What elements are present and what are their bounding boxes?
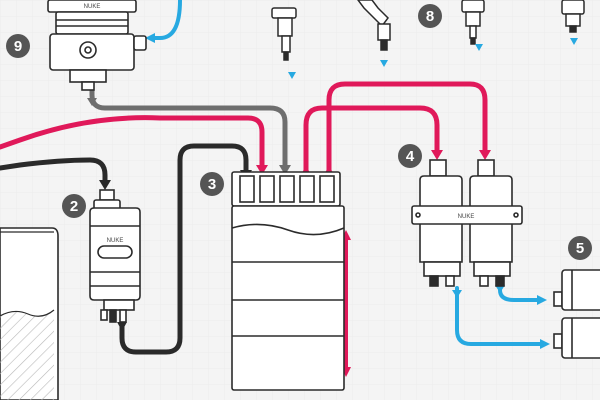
injector-spray-icons (288, 38, 578, 79)
filter-output-arrow-a (540, 339, 550, 349)
fuel-injector-icon (271, 0, 585, 61)
filter-output-arrow-a-top (452, 290, 462, 298)
pump-brand-label: NUKE (107, 238, 124, 244)
pressure-line-arrow-a (431, 150, 443, 160)
pressure-line-to-filter-a (303, 105, 440, 175)
step-badge-4: 4 (398, 144, 422, 168)
svg-text:8: 8 (426, 8, 434, 25)
vacuum-line-arrow (279, 165, 291, 175)
pressure-line-arrow-b (479, 150, 491, 160)
filter-brand-label: NUKE (458, 214, 475, 220)
pressure-line-to-filter-b (326, 81, 488, 175)
return-line-to-pump (0, 157, 108, 185)
svg-text:4: 4 (406, 148, 415, 165)
injector-supply-arrow (145, 33, 155, 43)
step-badge-8: 8 (418, 4, 442, 28)
injector-supply-line (150, 0, 182, 40)
filter-output-arrow-b-top (495, 285, 505, 293)
filter-output-arrow-b (537, 295, 547, 305)
return-arrow-pump (99, 180, 111, 190)
svg-text:9: 9 (14, 38, 22, 55)
step-badge-5: 5 (568, 236, 592, 260)
dual-filter-icon (411, 159, 523, 287)
regulator-brand-label: NUKE (84, 4, 101, 10)
fuel-regulator-icon (47, 0, 147, 91)
pressure-line-feed (0, 115, 265, 171)
step-badge-9: 9 (6, 34, 30, 58)
filter-output-line-a (455, 286, 542, 346)
step-badge-3: 3 (200, 172, 224, 196)
svg-text:5: 5 (576, 240, 584, 257)
pressure-feed-arrow (256, 165, 268, 175)
step-badge-2: 2 (62, 194, 86, 218)
return-arrow-down (117, 322, 127, 331)
fuel-tank-icon (0, 227, 59, 400)
fuel-pump-unit-icon (553, 269, 600, 359)
vacuum-line-arrow-top (87, 98, 97, 106)
svg-text:2: 2 (70, 198, 78, 215)
svg-text:3: 3 (208, 176, 216, 193)
return-line-to-block (119, 143, 249, 355)
fuel-rail-block-icon (231, 171, 345, 391)
fuel-pump-icon (89, 189, 141, 323)
